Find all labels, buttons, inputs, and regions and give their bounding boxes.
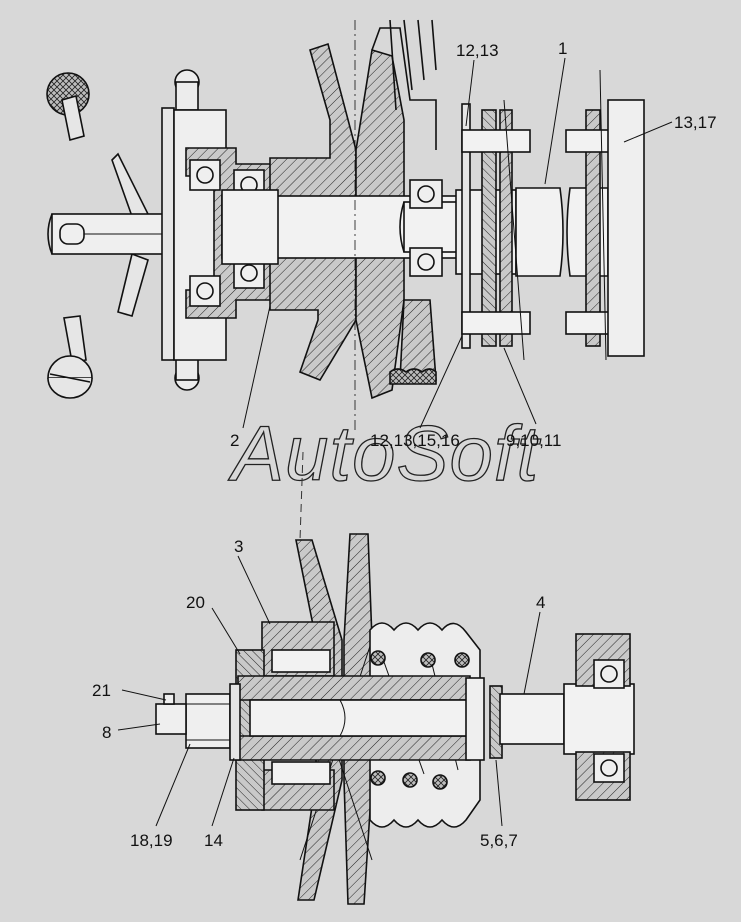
mounting-plate <box>161 107 175 361</box>
view-link-line <box>299 451 304 541</box>
callout-4: 4 <box>536 593 545 612</box>
callout-labels: 12,13 1 13,17 2 12,13,15,16 9,10,11 3 20… <box>92 39 717 850</box>
knob-lower-stem <box>63 315 87 363</box>
pin-21 <box>163 693 175 705</box>
callout-13-17: 13,17 <box>674 113 717 132</box>
shaft-bottom <box>249 699 481 737</box>
callout-9-10-11: 9,10,11 <box>506 431 561 450</box>
callout-8: 8 <box>102 723 111 742</box>
watermark: AutoSoft <box>228 409 542 497</box>
callout-1: 1 <box>558 39 567 58</box>
sleeve-lower <box>237 735 471 761</box>
bolt-upper <box>461 129 531 153</box>
knob-upper-stem <box>61 94 85 142</box>
lever-upper <box>111 152 150 224</box>
callout-14: 14 <box>204 831 223 850</box>
belt-bottom <box>389 368 437 385</box>
bolt-housing-upper <box>271 649 331 673</box>
callout-18-19: 18,19 <box>130 831 173 850</box>
flange-right <box>607 99 645 357</box>
callout-12-13-15-16: 12,13,15,16 <box>370 431 460 450</box>
callout-5-6-7: 5,6,7 <box>480 831 518 850</box>
washer-14 <box>229 683 241 761</box>
callout-21: 21 <box>92 681 111 700</box>
bottom-assembly <box>155 533 635 905</box>
bolt-8 <box>155 703 187 735</box>
bearing-left <box>189 159 265 307</box>
callout-3: 3 <box>234 537 243 556</box>
shaft-4 <box>499 693 565 745</box>
lever-lower <box>117 252 149 317</box>
nut-18-19 <box>185 693 231 749</box>
belt-top <box>389 19 437 111</box>
callout-20: 20 <box>186 593 205 612</box>
callout-12-13-top: 12,13 <box>456 41 499 60</box>
bolt-lower <box>461 311 531 335</box>
leader-lines <box>117 57 673 827</box>
callout-2: 2 <box>230 431 239 450</box>
knob-lower <box>47 355 93 379</box>
sleeve-upper <box>237 675 471 701</box>
shaft-1 <box>515 187 564 277</box>
top-assembly <box>46 19 645 430</box>
flexible-disc <box>481 109 497 347</box>
bolt-housing-lower <box>271 761 331 785</box>
